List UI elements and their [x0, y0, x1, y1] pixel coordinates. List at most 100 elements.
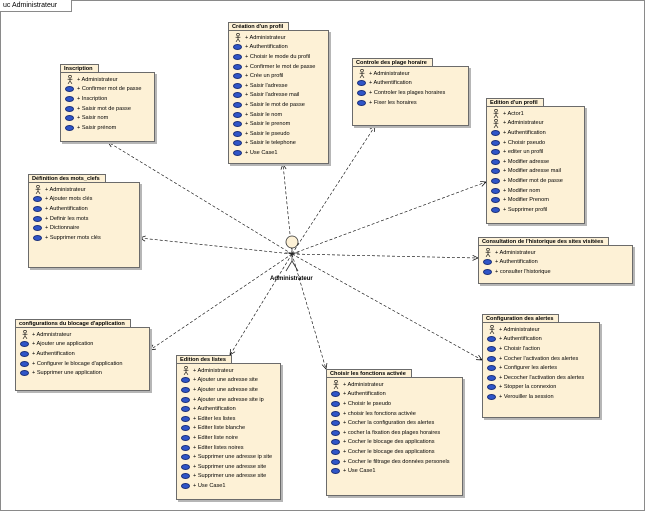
actor-item[interactable]: + Administrateur [65, 75, 150, 85]
actor-item[interactable]: + Administrateur [357, 69, 464, 79]
usecase-item[interactable]: + editer un profil [491, 147, 580, 157]
usecase-item[interactable]: + Modifier adresse [491, 157, 580, 167]
usecase-item[interactable]: + Modifier adresse mail [491, 167, 580, 177]
usecase-item[interactable]: + Saisir prénom [65, 123, 150, 133]
usecase-item[interactable]: + Saisir le mot de passe [233, 100, 324, 110]
usecase-item[interactable]: + Saisir nom [65, 113, 150, 123]
usecase-item[interactable]: + Cocher l'activation des alertes [487, 354, 595, 364]
item-label: + Authentification [503, 129, 546, 136]
usecase-item[interactable]: + Fixer les horaires [357, 98, 464, 108]
usecase-item[interactable]: + choisir les fonctions activée [331, 409, 458, 419]
usecase-item[interactable]: + Saisir le nom [233, 110, 324, 120]
usecase-item[interactable]: + Cocher le filtrage des données persone… [331, 457, 458, 467]
usecase-item[interactable]: + Ajouter une application [20, 340, 145, 350]
usecase-item[interactable]: + Saisir le prenom [233, 119, 324, 129]
package-consultation[interactable]: + Administrateur+ Authentification+ cons… [478, 237, 633, 284]
usecase-item[interactable]: + Ajouter mots clés [33, 195, 135, 205]
usecase-ellipse-icon [491, 149, 500, 156]
package-choisir-fonctions[interactable]: + Administrateur+ Authentification+ Choi… [326, 369, 463, 496]
package-creation-profil[interactable]: + Administrateur+ Authentification+ Choi… [228, 22, 329, 164]
usecase-item[interactable]: + Configurer le blocage d'application [20, 359, 145, 369]
usecase-item[interactable]: + Confirmer le mot de passe [233, 62, 324, 72]
usecase-item[interactable]: + Stopper la connexion [487, 383, 595, 393]
item-label: + Authentification [32, 350, 75, 357]
usecase-item[interactable]: + Decocher l'activation des alertes [487, 373, 595, 383]
usecase-ellipse-icon [487, 384, 496, 391]
usecase-item[interactable]: + Ajouter une adresse site [181, 376, 276, 386]
usecase-item[interactable]: + Cocher la configuration des alertes [331, 418, 458, 428]
usecase-item[interactable]: + Authentification [483, 258, 628, 268]
usecase-item[interactable]: + Crée un profil [233, 71, 324, 81]
usecase-item[interactable]: + Choisir pseudo [491, 138, 580, 148]
usecase-item[interactable]: + Confirmer mot de passe [65, 85, 150, 95]
usecase-item[interactable]: + Inscription [65, 94, 150, 104]
package-config-blocage[interactable]: + Admnistrateur+ Ajouter une application… [15, 319, 150, 391]
usecase-item[interactable]: + Choisir le pseudo [331, 399, 458, 409]
usecase-item[interactable]: + Configurer les alertes [487, 363, 595, 373]
package-edition-listes[interactable]: + Administrateur+ Ajouter une adresse si… [176, 355, 281, 500]
center-actor-icon[interactable] [284, 235, 300, 278]
usecase-item[interactable]: + Saisir le pseudo [233, 129, 324, 139]
usecase-item[interactable]: + Supprimer une adresse ip site [181, 452, 276, 462]
actor-item[interactable]: + Administrateur [483, 248, 628, 258]
actor-item[interactable]: + Administrateur [33, 185, 135, 195]
usecase-item[interactable]: + Saisir mot de passe [65, 104, 150, 114]
usecase-item[interactable]: + Cocher le blocage des applications [331, 438, 458, 448]
actor-item[interactable]: + Administrateur [487, 325, 595, 335]
usecase-item[interactable]: + Definir les mots [33, 214, 135, 224]
usecase-ellipse-icon [20, 350, 29, 357]
usecase-item[interactable]: + Authentification [181, 404, 276, 414]
package-definition-mots[interactable]: + Administrateur+ Ajouter mots clés+ Aut… [28, 174, 140, 268]
package-edition-profil[interactable]: + Actor1+ Administrateur+ Authentificati… [486, 98, 585, 224]
usecase-ellipse-icon [33, 215, 42, 222]
usecase-item[interactable]: + Choisir l'action [487, 344, 595, 354]
usecase-item[interactable]: + Authentification [33, 204, 135, 214]
usecase-item[interactable]: + Use Case1 [181, 481, 276, 491]
usecase-item[interactable]: + Authentification [491, 128, 580, 138]
usecase-item[interactable]: + Ajouter une adresse site [181, 385, 276, 395]
usecase-item[interactable]: + cocher la fixation des plages horaires [331, 428, 458, 438]
actor-item[interactable]: + Administrateur [491, 118, 580, 129]
usecase-item[interactable]: + Use Case1 [331, 466, 458, 476]
usecase-item[interactable]: + Choisir le mode du profil [233, 52, 324, 62]
usecase-item[interactable]: + Saisir l'adresse mail [233, 91, 324, 101]
usecase-item[interactable]: + Ajouter une adresse site ip [181, 395, 276, 405]
usecase-item[interactable]: + Editer liste blanche [181, 424, 276, 434]
usecase-item[interactable]: + Supprimer une adresse site [181, 462, 276, 472]
usecase-item[interactable]: + Controler les plages horaires [357, 88, 464, 98]
usecase-item[interactable]: + Verouiller la session [487, 392, 595, 402]
package-controle-plage[interactable]: + Administrateur+ Authentification+ Cont… [352, 58, 469, 126]
usecase-item[interactable]: + Saisir le telephone [233, 139, 324, 149]
usecase-item[interactable]: + Modifier Prenom [491, 195, 580, 205]
usecase-item[interactable]: + Supprimer une adresse site [181, 472, 276, 482]
package-inscription[interactable]: + Administrateur+ Confirmer mot de passe… [60, 64, 155, 142]
usecase-item[interactable]: + Authentification [233, 43, 324, 53]
actor-item[interactable]: + Actor1 [491, 109, 580, 119]
actor-item[interactable]: + Administrateur [181, 366, 276, 376]
usecase-item[interactable]: + Editer liste noire [181, 433, 276, 443]
item-label: + Saisir le prenom [245, 121, 291, 128]
package-body: + Administrateur+ Ajouter une adresse si… [176, 363, 281, 500]
usecase-item[interactable]: + Authentification [331, 390, 458, 400]
usecase-item[interactable]: + consulter l'historique [483, 267, 628, 277]
actor-item[interactable]: + Administrateur [233, 33, 324, 43]
usecase-item[interactable]: + Cocher le blocage des applications [331, 447, 458, 457]
usecase-item[interactable]: + Authentification [487, 335, 595, 345]
actor-item[interactable]: + Admnistrateur [20, 330, 145, 340]
usecase-item[interactable]: + Use Case1 [233, 148, 324, 158]
usecase-item[interactable]: + Modifier nom [491, 186, 580, 196]
usecase-item[interactable]: + Supprimer une application [20, 368, 145, 378]
usecase-item[interactable]: + Authentification [357, 79, 464, 89]
actor-item[interactable]: + Administrateur [331, 380, 458, 390]
usecase-ellipse-icon [491, 187, 500, 194]
usecase-item[interactable]: + Supprimer profil [491, 205, 580, 215]
usecase-item[interactable]: + Modifier mot de passe [491, 176, 580, 186]
usecase-item[interactable]: + Supprimer mots clés [33, 233, 135, 243]
usecase-item[interactable]: + Dictionnaire [33, 223, 135, 233]
package-config-alertes[interactable]: + Administrateur+ Authentification+ Choi… [482, 314, 600, 418]
usecase-item[interactable]: + Editer listes noires [181, 443, 276, 453]
usecase-item[interactable]: + Saisir l'adresse [233, 81, 324, 91]
item-label: + Fixer les horaires [369, 99, 417, 106]
usecase-item[interactable]: + Authentification [20, 349, 145, 359]
usecase-item[interactable]: + Editer les listes [181, 414, 276, 424]
